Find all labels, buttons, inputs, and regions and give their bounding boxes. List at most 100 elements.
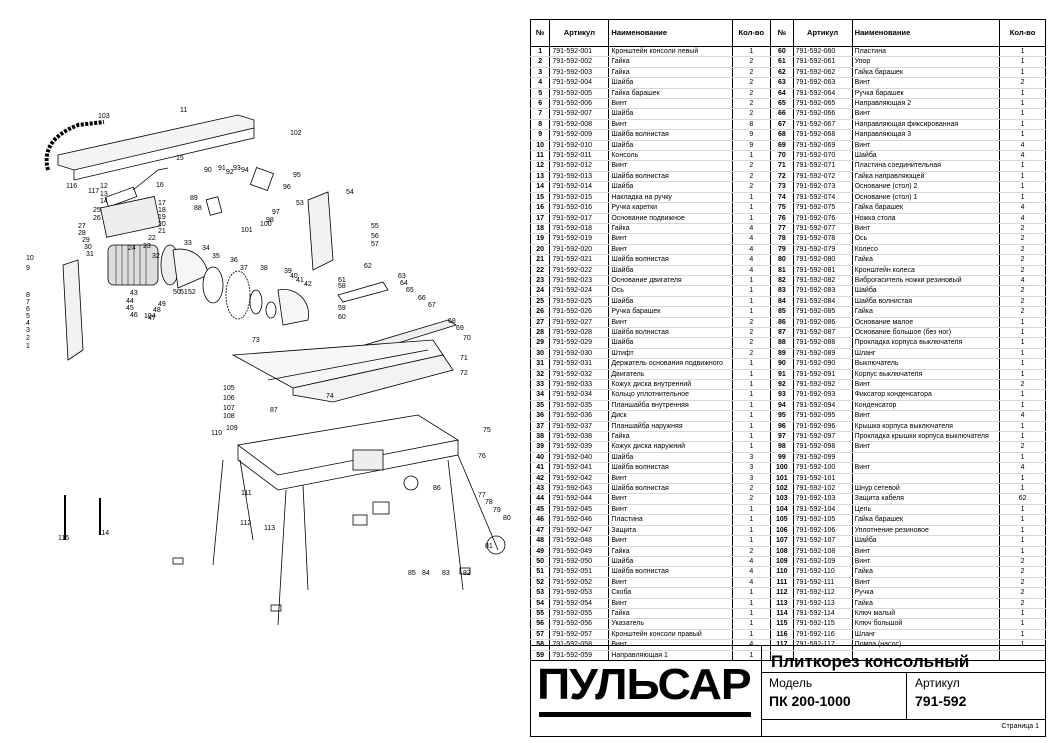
part-name: Винт [608, 577, 733, 589]
part-name: Основание (стол) 2 [851, 181, 1001, 193]
callout-label: 29 [82, 237, 90, 244]
part-number: 12 [529, 160, 551, 172]
part-number: 21 [529, 254, 551, 266]
part-name: Двигатель [608, 369, 733, 381]
callout-label: 36 [230, 257, 238, 264]
part-number: 32 [529, 369, 551, 381]
part-name: Гайка барашек [608, 88, 733, 100]
part-number: 106 [770, 525, 794, 537]
part-number: 105 [770, 514, 794, 526]
callout-label: 59 [338, 305, 346, 312]
part-article: 791-592-030 [549, 348, 610, 360]
part-qty: 2 [999, 296, 1046, 308]
callout-label: 45 [126, 305, 134, 312]
part-article: 791-592-033 [549, 379, 610, 391]
part-name: Скоба [608, 587, 733, 599]
callout-label: 108 [223, 413, 235, 420]
col-qty-header: Кол-во [731, 19, 772, 47]
part-article: 791-592-029 [549, 337, 610, 349]
part-number: 31 [529, 358, 551, 370]
part-qty: 2 [731, 337, 772, 349]
part-name: Колесо [851, 244, 1001, 256]
part-number: 16 [529, 202, 551, 214]
part-number: 83 [770, 285, 794, 297]
part-number: 22 [529, 265, 551, 276]
part-qty: 1 [731, 525, 772, 537]
part-article: 791-592-011 [549, 150, 610, 162]
part-qty: 4 [999, 462, 1046, 474]
part-article: 791-592-105 [792, 514, 853, 526]
part-name: Ножка стола [851, 213, 1001, 224]
callout-label: 113 [264, 525, 275, 532]
callout-label: 20 [158, 221, 166, 228]
part-article: 791-592-055 [549, 608, 610, 620]
part-article: 791-592-046 [549, 514, 610, 526]
part-qty: 1 [731, 431, 772, 443]
part-name: Шайба волнистая [608, 483, 733, 495]
part-number: 75 [770, 202, 794, 214]
part-number: 92 [770, 379, 794, 391]
part-qty: 1 [731, 202, 772, 214]
part-name: Защита кабеля [851, 493, 1001, 505]
part-qty: 1 [999, 337, 1046, 349]
callout-label: 3 [26, 327, 30, 334]
part-qty: 2 [999, 577, 1046, 589]
part-article: 791-592-070 [792, 150, 853, 162]
callout-label: 58 [338, 283, 346, 290]
part-qty: 4 [731, 577, 772, 589]
part-qty: 4 [731, 244, 772, 256]
callout-numbers: 1234567891011121314151617181920212223242… [26, 107, 511, 577]
part-number: 84 [770, 296, 794, 308]
part-name: Гайка [608, 56, 733, 68]
part-article: 791-592-090 [792, 358, 853, 370]
part-number: 90 [770, 358, 794, 370]
part-qty: 1 [731, 369, 772, 381]
callout-label: 77 [478, 492, 486, 499]
part-name: Винт [608, 98, 733, 110]
part-number: 18 [529, 223, 551, 235]
callout-label: 107 [223, 405, 235, 412]
part-number: 39 [529, 441, 551, 453]
part-number: 70 [770, 150, 794, 162]
divider [906, 672, 907, 719]
part-qty: 1 [999, 400, 1046, 412]
part-number: 85 [770, 306, 794, 318]
part-number: 73 [770, 181, 794, 193]
part-article: 791-592-075 [792, 202, 853, 214]
part-number: 37 [529, 421, 551, 433]
part-name: Винт [608, 119, 733, 131]
part-name: Кронштейн колеса [851, 265, 1001, 276]
part-article: 791-592-101 [792, 473, 853, 485]
callout-label: 111 [241, 490, 252, 497]
part-name: Шланг [851, 629, 1001, 641]
part-number: 86 [770, 317, 794, 328]
part-name: Гайка барашек [851, 514, 1001, 526]
part-article: 791-592-063 [792, 77, 853, 89]
callout-label: 93 [233, 165, 241, 172]
part-qty: 1 [999, 327, 1046, 339]
part-name: Шайба волнистая [608, 129, 733, 141]
part-name: Кронштейн консоли левый [608, 46, 733, 58]
part-article: 791-592-047 [549, 525, 610, 537]
part-name: Гайка направляющей [851, 171, 1001, 183]
part-qty: 1 [999, 431, 1046, 443]
part-name: Ручка барашек [851, 88, 1001, 100]
part-article: 791-592-054 [549, 598, 610, 609]
part-qty: 4 [731, 254, 772, 266]
part-name: Основание малое [851, 317, 1001, 328]
part-article: 791-592-021 [549, 254, 610, 266]
part-article: 791-592-031 [549, 358, 610, 370]
part-number: 81 [770, 265, 794, 276]
part-name: Ось [608, 285, 733, 297]
part-article: 791-592-014 [549, 181, 610, 193]
part-number: 93 [770, 389, 794, 401]
part-name: Цепь [851, 504, 1001, 516]
